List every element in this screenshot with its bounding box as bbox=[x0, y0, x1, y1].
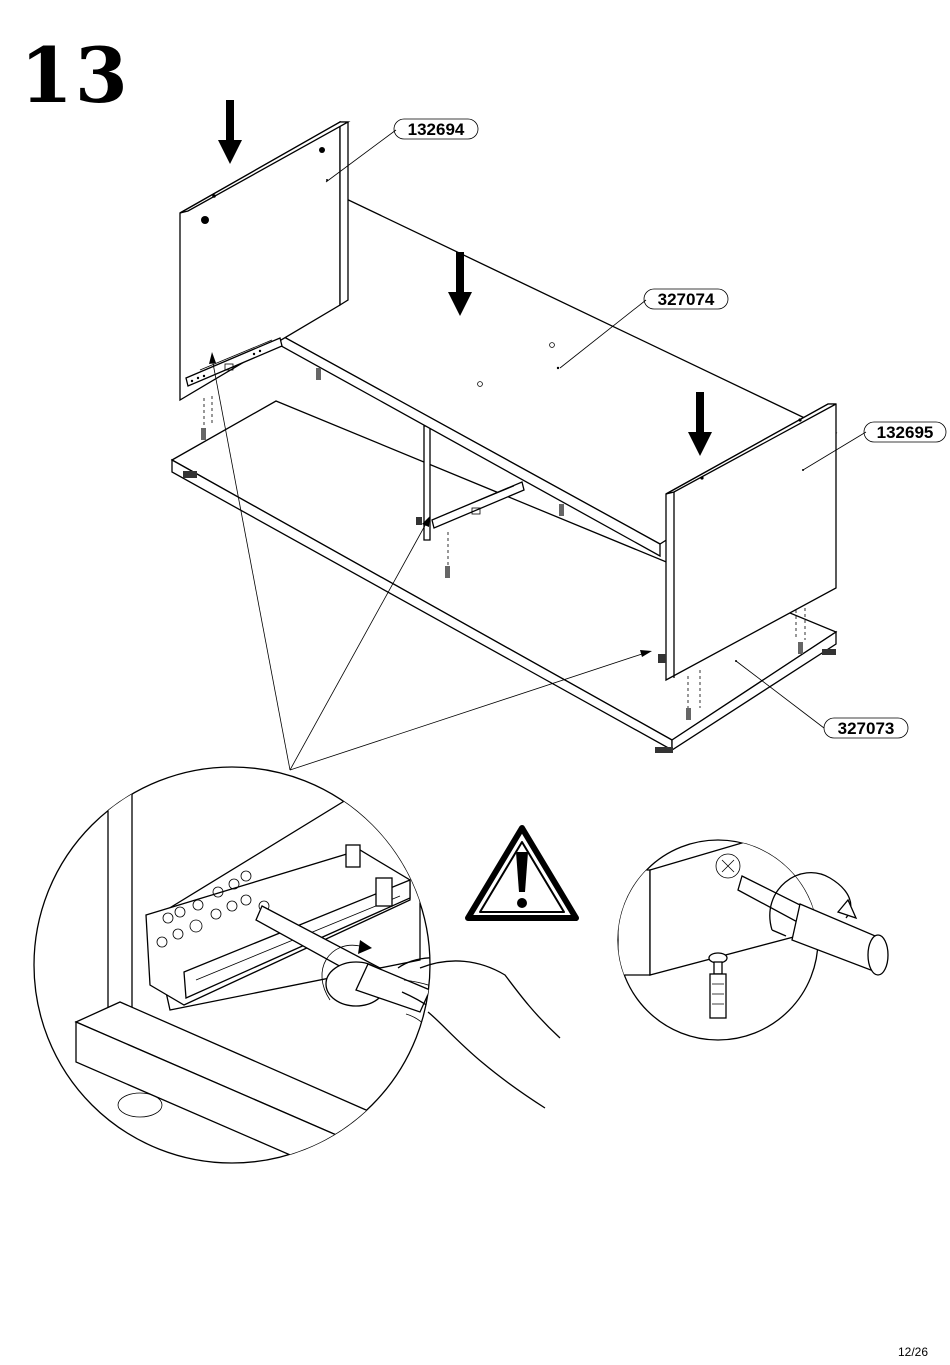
detail-circle-screw bbox=[618, 820, 888, 1040]
page-number: 12/26 bbox=[898, 1345, 928, 1359]
svg-text:132695: 132695 bbox=[877, 423, 934, 442]
hand-icon bbox=[398, 958, 560, 1110]
svg-text:327074: 327074 bbox=[658, 290, 715, 309]
svg-text:327073: 327073 bbox=[838, 719, 895, 738]
detail-circle-drawer-rail bbox=[34, 767, 560, 1220]
screw-icon bbox=[709, 953, 727, 1018]
svg-text:132694: 132694 bbox=[408, 120, 465, 139]
arrow-down-icon bbox=[218, 100, 242, 164]
part-label-side-left: 132694 bbox=[326, 119, 478, 182]
warning-triangle-icon bbox=[468, 828, 576, 918]
